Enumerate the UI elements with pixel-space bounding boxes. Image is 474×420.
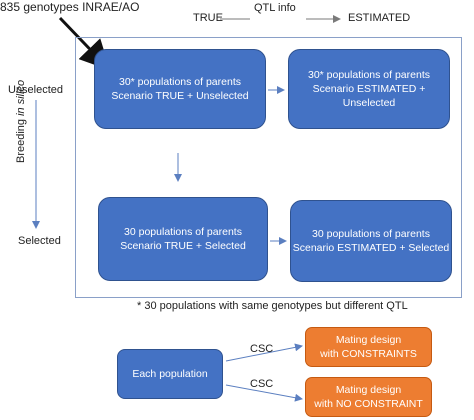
breeding-label: Breeding in silico — [15, 80, 27, 163]
csc-label-bottom: CSC — [250, 378, 274, 390]
qtl-info-label: QTL info — [254, 2, 296, 14]
mating-no-constraint-box: Mating design with NO CONSTRAINT — [305, 377, 432, 417]
box-true-unselected: 30* populations of parents Scenario TRUE… — [94, 49, 266, 129]
breeding-italic: in silico — [15, 79, 27, 116]
each-population-label: Each population — [132, 368, 208, 380]
scenario-frame — [75, 37, 462, 298]
box-true-unselected-line2: Scenario TRUE + Unselected — [111, 90, 249, 102]
box-estimated-selected-line1: 30 populations of parents — [312, 228, 430, 240]
selected-label: Selected — [18, 235, 61, 247]
breeding-prefix: Breeding — [15, 115, 27, 163]
box-estimated-unselected-line2: Scenario ESTIMATED + Unselected — [312, 83, 426, 109]
each-population-box: Each population — [117, 349, 223, 399]
mating-constraints-line1: Mating design — [335, 334, 402, 346]
box-true-selected-line2: Scenario TRUE + Selected — [120, 240, 246, 252]
footnote: * 30 populations with same genotypes but… — [137, 300, 408, 312]
csc-label-top: CSC — [250, 343, 274, 355]
mating-no-constraint-line2: with NO CONSTRAINT — [314, 398, 423, 410]
box-estimated-unselected: 30* populations of parents Scenario ESTI… — [288, 49, 450, 129]
box-true-unselected-line1: 30* populations of parents — [118, 76, 241, 88]
box-estimated-selected: 30 populations of parents Scenario ESTIM… — [290, 200, 452, 282]
box-estimated-selected-line2: Scenario ESTIMATED + Selected — [292, 242, 450, 254]
genotypes-label: 835 genotypes INRAE/AO — [0, 0, 140, 14]
qtl-true-label: TRUE — [193, 12, 223, 24]
mating-constraints-line2: with CONSTRAINTS — [320, 348, 417, 360]
box-true-selected: 30 populations of parents Scenario TRUE … — [98, 197, 268, 281]
csc-arrow-top — [225, 343, 303, 362]
mating-no-constraint-line1: Mating design — [335, 384, 402, 396]
csc-arrow-bottom — [225, 384, 303, 402]
box-true-selected-line1: 30 populations of parents — [124, 226, 242, 238]
unselected-label: Unselected — [8, 84, 64, 96]
mating-constraints-box: Mating design with CONSTRAINTS — [305, 327, 432, 367]
box-estimated-unselected-line1: 30* populations of parents — [307, 69, 430, 81]
qtl-estimated-label: ESTIMATED — [348, 12, 411, 24]
